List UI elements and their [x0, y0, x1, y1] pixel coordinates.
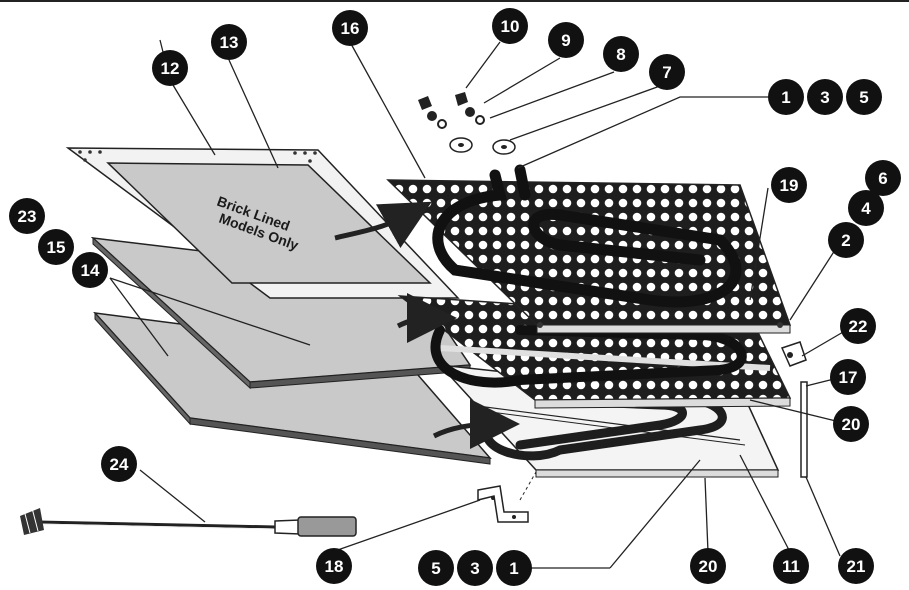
- callout-14: 14: [72, 252, 108, 288]
- svg-text:14: 14: [81, 261, 100, 280]
- svg-text:23: 23: [18, 207, 37, 226]
- leader-lines: [109, 39, 851, 569]
- terminal-hardware: [418, 92, 516, 155]
- callout-10: 10: [492, 8, 528, 44]
- callouts: 12 13 16 10 9 8 7 1 3 5 6 4 2 19 23 15 1…: [9, 8, 901, 586]
- callout-23: 23: [9, 198, 45, 234]
- callout-19: 19: [771, 167, 807, 203]
- callout-2: 2: [828, 222, 864, 258]
- side-bracket: [780, 341, 808, 478]
- callout-3-bottom: 3: [457, 550, 493, 586]
- callout-22: 22: [840, 308, 876, 344]
- svg-text:22: 22: [849, 317, 868, 336]
- callout-17: 17: [830, 359, 866, 395]
- callout-9: 9: [548, 22, 584, 58]
- callout-1-top: 1: [768, 79, 804, 115]
- callout-5-top: 5: [846, 79, 882, 115]
- svg-text:1: 1: [509, 559, 518, 578]
- mounting-bracket: [477, 471, 537, 523]
- callout-5-bottom: 5: [418, 550, 454, 586]
- callout-1-bottom: 1: [496, 550, 532, 586]
- brick-lined-panel: Brick Lined Models Only: [106, 162, 432, 284]
- callout-20-bottom: 20: [690, 548, 726, 584]
- svg-text:12: 12: [161, 59, 180, 78]
- callout-16: 16: [332, 10, 368, 46]
- callout-6: 6: [865, 160, 901, 196]
- callout-21: 21: [838, 548, 874, 584]
- svg-text:21: 21: [847, 557, 866, 576]
- svg-text:7: 7: [662, 63, 671, 82]
- svg-text:1: 1: [781, 88, 790, 107]
- callout-24: 24: [101, 446, 137, 482]
- svg-text:17: 17: [839, 368, 858, 387]
- hook-tool: [20, 507, 357, 537]
- svg-text:18: 18: [325, 557, 344, 576]
- svg-text:5: 5: [431, 559, 440, 578]
- callout-18: 18: [316, 548, 352, 584]
- svg-text:2: 2: [841, 231, 850, 250]
- bottom-insulation-panel: [93, 311, 492, 465]
- svg-text:20: 20: [842, 415, 861, 434]
- svg-text:6: 6: [878, 169, 887, 188]
- svg-text:20: 20: [699, 557, 718, 576]
- svg-text:11: 11: [782, 557, 800, 576]
- top-element-panel: [386, 164, 792, 334]
- svg-text:13: 13: [220, 33, 239, 52]
- svg-text:16: 16: [341, 19, 360, 38]
- svg-text:3: 3: [820, 88, 829, 107]
- svg-text:5: 5: [859, 88, 868, 107]
- svg-text:3: 3: [470, 559, 479, 578]
- callout-13: 13: [211, 24, 247, 60]
- callout-11: 11: [773, 548, 809, 584]
- svg-text:4: 4: [861, 199, 871, 218]
- callout-20-right: 20: [833, 406, 869, 442]
- svg-text:8: 8: [616, 45, 625, 64]
- svg-text:15: 15: [47, 238, 66, 257]
- callout-15: 15: [38, 229, 74, 265]
- svg-text:19: 19: [780, 176, 799, 195]
- callout-12: 12: [152, 50, 188, 86]
- callout-8: 8: [603, 36, 639, 72]
- callout-4: 4: [848, 190, 884, 226]
- callout-3-top: 3: [807, 79, 843, 115]
- svg-text:9: 9: [561, 31, 570, 50]
- svg-text:10: 10: [501, 17, 520, 36]
- assembly-arrows: [334, 201, 520, 450]
- callout-7: 7: [649, 54, 685, 90]
- svg-text:24: 24: [110, 455, 129, 474]
